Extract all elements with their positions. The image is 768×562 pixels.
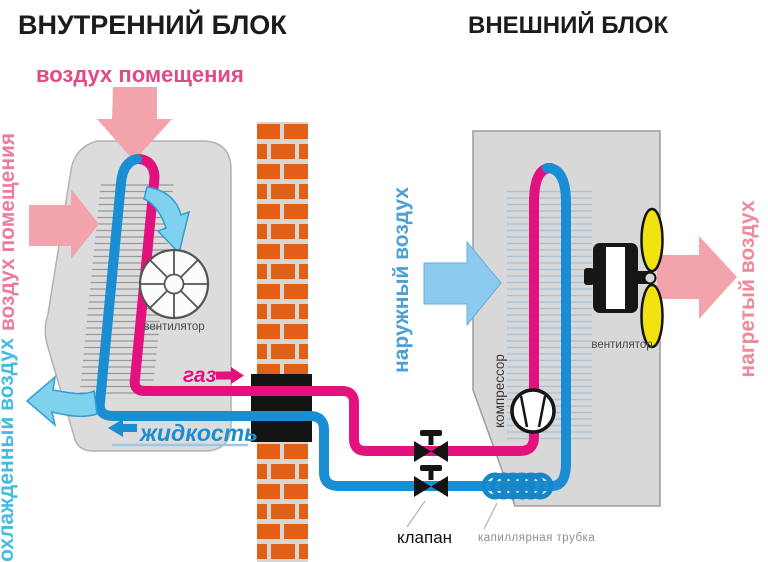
liquid-label: жидкость xyxy=(138,420,258,446)
room-air-top-label: воздух помещения xyxy=(36,62,244,87)
gas-flow-arrow xyxy=(216,367,244,384)
compressor-label: компрессор xyxy=(492,354,507,428)
wall-opening xyxy=(251,374,312,442)
room-air-side-label: воздух помещения xyxy=(0,133,19,331)
cooled-air-label: охлажденный воздух xyxy=(0,338,18,562)
valve-gas-icon xyxy=(414,430,448,462)
room-air-down-arrow xyxy=(97,87,172,161)
air-to-fan-arrow xyxy=(143,186,191,255)
outside-air-in-arrow xyxy=(423,240,502,327)
outdoor-fan-label: вентилятор xyxy=(591,339,652,351)
capillary-tube-icon xyxy=(481,472,554,500)
liquid-flow-arrow xyxy=(108,419,137,437)
valve-liquid-icon xyxy=(414,465,448,497)
capillary-leader-line xyxy=(483,502,498,530)
heated-air-out-arrow xyxy=(657,236,737,319)
valve-leader-line xyxy=(406,500,426,528)
compressor-icon xyxy=(510,388,556,434)
room-air-right-arrow xyxy=(29,189,99,259)
capillary-tube-label: капиллярная трубка xyxy=(478,532,595,544)
gas-label: газ xyxy=(183,364,217,387)
indoor-fan-label: вентилятор xyxy=(143,321,204,333)
brick-wall xyxy=(257,122,308,562)
outdoor-unit-title: ВНЕШНИЙ БЛОК xyxy=(468,11,668,39)
liquid-pipe xyxy=(94,154,571,491)
valve-label: клапан xyxy=(397,528,452,547)
indoor-fan-icon xyxy=(138,248,210,320)
indoor-unit-title: ВНУТРЕННИЙ БЛОК xyxy=(18,9,287,40)
outside-air-label: наружный воздух xyxy=(390,187,413,373)
heated-air-label: нагретый воздух xyxy=(736,200,759,377)
outdoor-fan-icon xyxy=(584,207,664,349)
cooled-air-out-arrow xyxy=(25,375,98,428)
